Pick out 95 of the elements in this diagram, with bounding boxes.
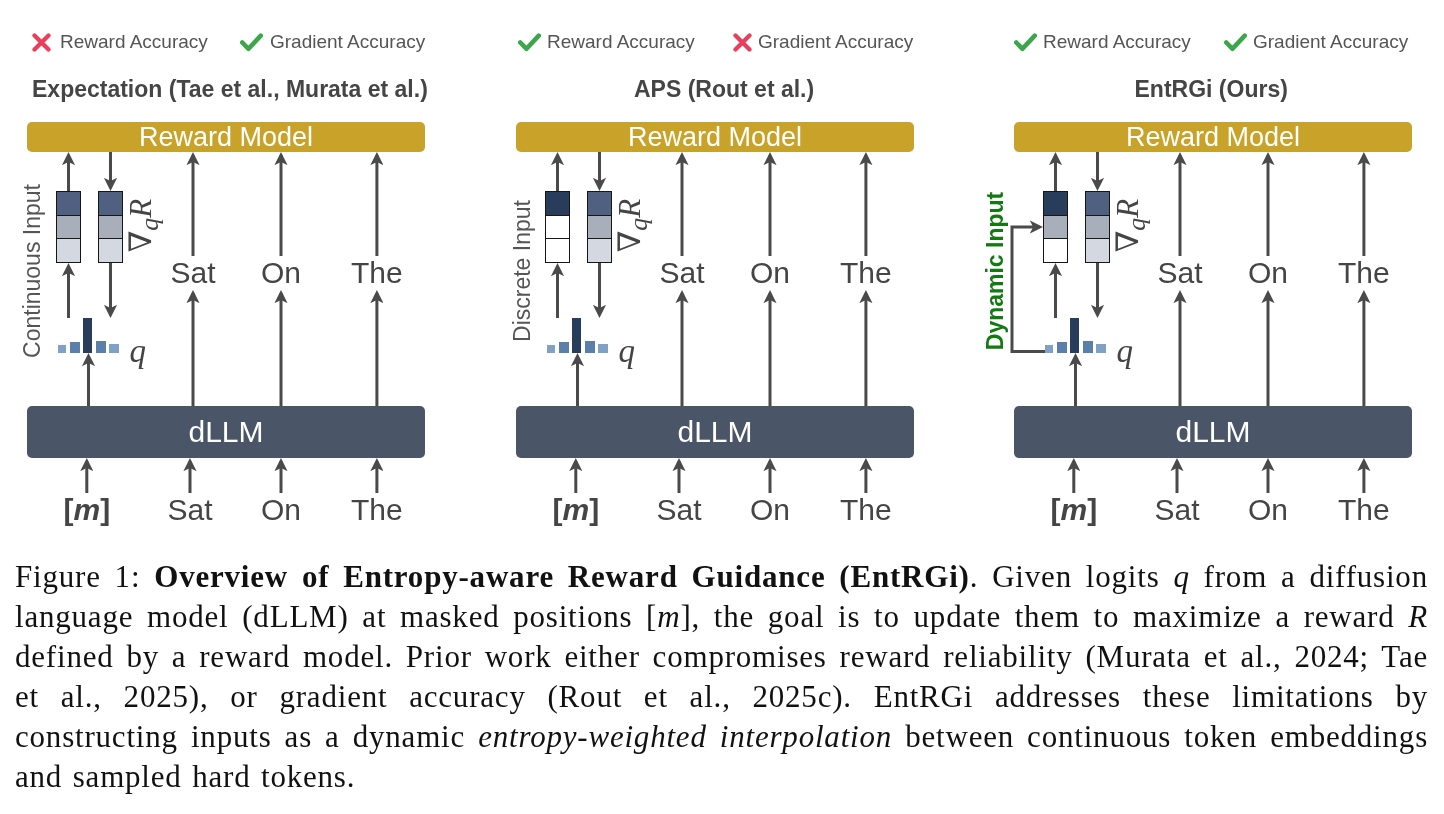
arrow xyxy=(80,458,94,493)
panel-title: Expectation (Tae et al., Murata et al.) xyxy=(32,76,428,102)
token-label: The xyxy=(351,256,403,290)
arrow xyxy=(672,458,686,493)
token-label: The xyxy=(840,256,892,290)
token-label: Sat xyxy=(170,256,216,290)
arrow xyxy=(763,458,777,493)
input-type-label: Continuous Input xyxy=(18,184,45,358)
input-type-label: Dynamic Input xyxy=(982,191,1009,351)
arrow xyxy=(1261,458,1275,493)
token-label: The xyxy=(1338,493,1390,527)
arrow xyxy=(186,152,200,256)
arrow xyxy=(569,458,583,493)
arrow xyxy=(859,290,873,406)
mask-token: [m] xyxy=(552,493,600,527)
legend-label: Reward Accuracy xyxy=(60,31,208,53)
gradient-vector xyxy=(587,191,612,263)
token-label: The xyxy=(840,493,892,527)
legend-label: Gradient Accuracy xyxy=(758,31,914,53)
mask-token: [m] xyxy=(1050,493,1098,527)
input-type-label: Discrete Input xyxy=(508,200,535,342)
token-label: Sat xyxy=(167,493,213,527)
arrow xyxy=(1170,458,1184,493)
arrow xyxy=(1173,152,1187,256)
arrow xyxy=(1048,263,1063,318)
arrow xyxy=(61,263,76,318)
arrow xyxy=(1261,290,1275,406)
token-label: Sat xyxy=(1157,256,1203,290)
reward-model-bar: Reward Model xyxy=(516,122,914,152)
arrow xyxy=(61,152,76,191)
arrow xyxy=(550,152,565,191)
figure-caption: Figure 1: Overview of Entropy-aware Reward Guidance (EntRGi). Given logits q from a diffusion language model (dLLM) at masked positions [m], the goal is to update them to maximize a reward R defined by a reward model. Prior work either compromises reward reliability (Murata et al., 2024; Tae et al., 2025), or gradient accuracy (Rout et al., 2025c). EntRGi addresses these limitations by constructing inputs as a dynamic entropy-weighted interpolation between continuous token embeddings and sampled hard tokens. xyxy=(15,558,1428,796)
arrow xyxy=(1173,290,1187,406)
token-label: On xyxy=(1248,256,1289,290)
arrow xyxy=(186,290,200,406)
reward-model-bar: Reward Model xyxy=(27,122,425,152)
arrow xyxy=(274,152,288,256)
arrow xyxy=(1090,152,1105,191)
arrow xyxy=(1261,152,1275,256)
token-label: The xyxy=(351,493,403,527)
token-label: On xyxy=(750,493,791,527)
dllm-bar: dLLM xyxy=(1014,406,1412,458)
gradient-vector xyxy=(1085,191,1110,263)
arrow xyxy=(1048,152,1063,191)
legend-label: Reward Accuracy xyxy=(1043,31,1191,53)
arrow xyxy=(763,152,777,256)
token-label: On xyxy=(1248,493,1289,527)
arrow xyxy=(1357,290,1371,406)
token-label: On xyxy=(750,256,791,290)
legend-label: Reward Accuracy xyxy=(547,31,695,53)
arrow xyxy=(1357,458,1371,493)
mask-token: [m] xyxy=(63,493,111,527)
legend-label: Gradient Accuracy xyxy=(270,31,426,53)
arrow xyxy=(859,458,873,493)
arrow xyxy=(370,152,384,256)
arrow xyxy=(81,353,96,406)
arrow xyxy=(675,290,689,406)
arrow xyxy=(274,458,288,493)
token-label: Sat xyxy=(656,493,702,527)
token-label: On xyxy=(261,493,302,527)
arrow xyxy=(103,263,118,318)
dllm-bar: dLLM xyxy=(516,406,914,458)
arrow xyxy=(675,152,689,256)
token-label: Sat xyxy=(659,256,705,290)
arrow xyxy=(1090,263,1105,318)
input-vector xyxy=(1043,191,1068,263)
arrow xyxy=(859,152,873,256)
arrow xyxy=(592,152,607,191)
panel-title: APS (Rout et al.) xyxy=(634,76,815,102)
arrow xyxy=(370,290,384,406)
token-label: The xyxy=(1338,256,1390,290)
histogram-icon xyxy=(1045,318,1106,353)
reward-model-bar: Reward Model xyxy=(1014,122,1412,152)
arrow xyxy=(183,458,197,493)
dllm-bar: dLLM xyxy=(27,406,425,458)
arrow xyxy=(370,458,384,493)
arrow xyxy=(1010,220,1045,353)
gradient-vector xyxy=(98,191,123,263)
arrow xyxy=(103,152,118,191)
arrow xyxy=(1357,152,1371,256)
legend-label: Gradient Accuracy xyxy=(1253,31,1409,53)
panel-title: EntRGi (Ours) xyxy=(1134,76,1288,102)
arrow xyxy=(570,353,585,406)
histogram-icon xyxy=(547,318,608,353)
arrow xyxy=(763,290,777,406)
arrow xyxy=(274,290,288,406)
histogram-icon xyxy=(58,318,119,353)
token-label: Sat xyxy=(1154,493,1200,527)
arrow xyxy=(1067,458,1081,493)
arrow xyxy=(592,263,607,318)
arrow xyxy=(1068,353,1083,406)
input-vector xyxy=(56,191,81,263)
input-vector xyxy=(545,191,570,263)
arrow xyxy=(550,263,565,318)
token-label: On xyxy=(261,256,302,290)
